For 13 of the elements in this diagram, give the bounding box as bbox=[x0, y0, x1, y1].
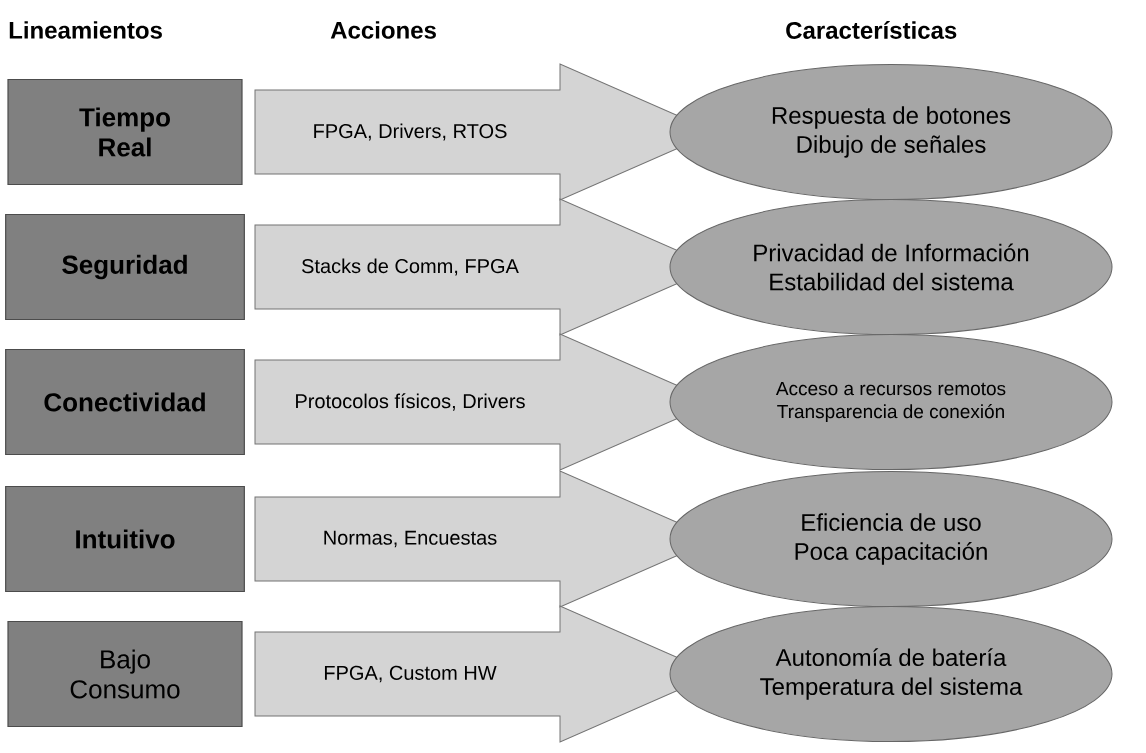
pointed-banner: Normas, Encuestas bbox=[254, 470, 716, 608]
pointed-banner: Protocolos físicos, Drivers bbox=[254, 333, 716, 471]
pointed-banner: FPGA, Drivers, RTOS bbox=[254, 63, 716, 201]
category-box: Seguridad bbox=[5, 213, 245, 321]
pointed-banner: Stacks de Comm, FPGA bbox=[254, 198, 716, 336]
column-header: Acciones bbox=[330, 21, 436, 39]
pointed-banner: FPGA, Custom HW bbox=[254, 605, 716, 743]
category-box: Tiempo Real bbox=[7, 78, 243, 186]
column-header: Características bbox=[786, 21, 957, 39]
column-header: Lineamientos bbox=[9, 21, 162, 39]
category-box: Intuitivo bbox=[5, 485, 245, 593]
category-box: Conectividad bbox=[5, 348, 245, 456]
category-box: Bajo Consumo bbox=[7, 620, 243, 728]
